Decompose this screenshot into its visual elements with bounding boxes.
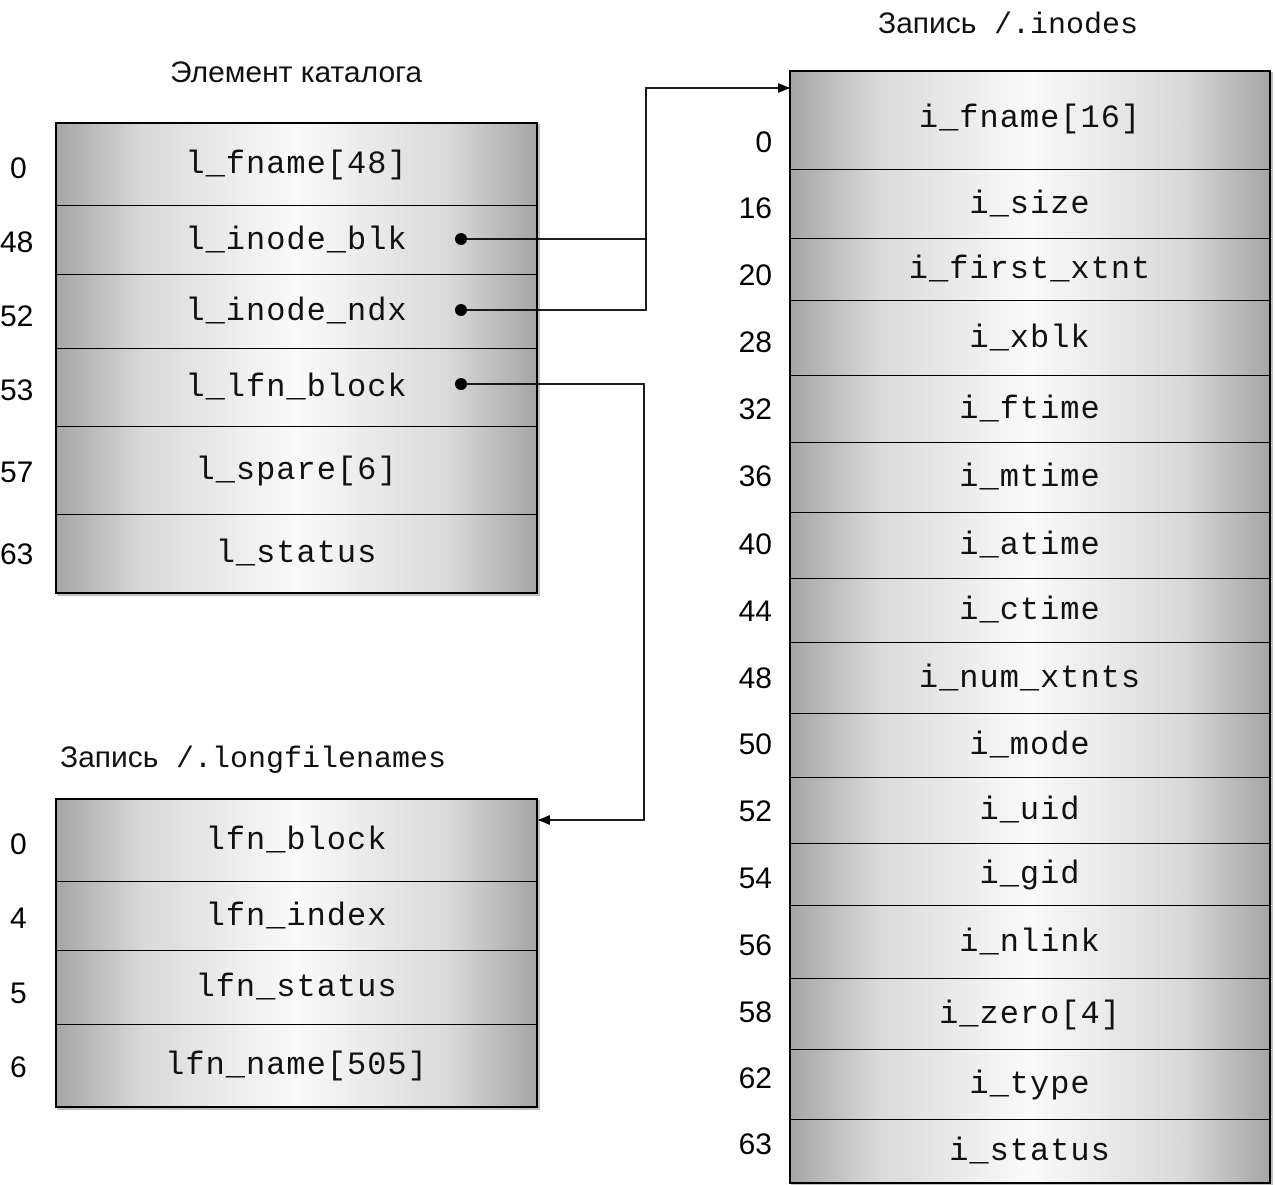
offset-label: 0	[755, 126, 772, 159]
field-l-lfn-block: l_lfn_block	[57, 349, 536, 427]
field-label: i_nlink	[959, 923, 1101, 961]
field-label: lfn_block	[205, 822, 388, 859]
offset-label: 57	[0, 456, 34, 489]
longfilenames-title-prefix: Запись	[60, 741, 159, 774]
field-i-fname: i_fname[16]	[791, 72, 1269, 170]
field-label: i_first_xtnt	[908, 251, 1152, 288]
field-label: i_zero[4]	[939, 995, 1121, 1033]
field-label: i_ctime	[959, 592, 1101, 629]
field-label: i_num_xtnts	[918, 659, 1142, 697]
field-i-nlink: i_nlink	[791, 906, 1269, 979]
field-label: i_mode	[969, 727, 1091, 764]
inodes-title-prefix: Запись	[878, 7, 977, 40]
offset-label: 62	[738, 1062, 772, 1095]
field-l-spare: l_spare[6]	[57, 427, 536, 515]
field-i-ftime: i_ftime	[791, 376, 1269, 443]
field-label: i_atime	[959, 527, 1101, 564]
offset-label: 4	[10, 902, 27, 935]
field-l-fname: l_fname[48]	[57, 124, 536, 206]
longfilenames-record-title: Запись /.longfilenames	[60, 740, 446, 778]
offset-label: 54	[738, 862, 772, 895]
directory-entry-title: Элемент каталога	[170, 55, 422, 91]
field-label: i_uid	[979, 792, 1081, 829]
field-label: l_spare[6]	[195, 452, 398, 489]
inodes-title-file: /.inodes	[993, 9, 1138, 43]
field-label: i_size	[969, 185, 1091, 223]
offset-label: 44	[738, 595, 772, 628]
field-label: i_type	[969, 1066, 1091, 1103]
inodes-record-title: Запись /.inodes	[878, 6, 1138, 44]
offset-label: 63	[738, 1128, 772, 1161]
offset-label: 63	[0, 538, 34, 571]
offset-label: 20	[738, 259, 772, 292]
offset-label: 52	[0, 300, 34, 333]
directory-entry-struct: l_fname[48] l_inode_blk l_inode_ndx l_lf…	[55, 122, 538, 594]
field-label: l_status	[215, 535, 378, 572]
field-label: i_xblk	[969, 319, 1091, 357]
field-label: lfn_name[505]	[165, 1047, 428, 1084]
directory-entry-title-text: Элемент каталога	[170, 56, 423, 89]
pointer-dot	[455, 378, 467, 390]
field-label: i_fname[16]	[918, 100, 1142, 137]
field-label: lfn_index	[205, 897, 388, 935]
offset-label: 48	[0, 226, 34, 259]
offset-label: 56	[738, 929, 772, 962]
field-i-mode: i_mode	[791, 714, 1269, 778]
offset-label: 36	[738, 460, 772, 493]
field-label: l_inode_blk	[185, 221, 408, 259]
field-label: i_ftime	[959, 390, 1101, 428]
field-l-status: l_status	[57, 515, 536, 592]
field-i-ctime: i_ctime	[791, 579, 1269, 643]
field-i-size: i_size	[791, 170, 1269, 239]
field-label: l_inode_ndx	[185, 293, 408, 330]
offset-label: 53	[0, 374, 34, 407]
pointer-dot	[455, 304, 467, 316]
field-i-num-xtnts: i_num_xtnts	[791, 643, 1269, 714]
field-lfn-status: lfn_status	[57, 951, 536, 1025]
field-i-mtime: i_mtime	[791, 443, 1269, 513]
field-i-uid: i_uid	[791, 778, 1269, 844]
field-label: i_gid	[979, 856, 1081, 893]
field-i-gid: i_gid	[791, 844, 1269, 906]
longfilenames-title-file: /.longfilenames	[175, 743, 446, 777]
offset-label: 48	[738, 662, 772, 695]
field-i-zero: i_zero[4]	[791, 979, 1269, 1050]
field-label: l_lfn_block	[185, 369, 408, 406]
inodes-struct: i_fname[16] i_size i_first_xtnt i_xblk i…	[789, 70, 1271, 1184]
field-label: lfn_status	[195, 969, 398, 1006]
offset-label: 16	[738, 192, 772, 225]
field-lfn-name: lfn_name[505]	[57, 1025, 536, 1106]
offset-label: 0	[10, 828, 27, 861]
field-i-type: i_type	[791, 1050, 1269, 1120]
field-label: i_status	[949, 1132, 1111, 1170]
field-i-xblk: i_xblk	[791, 301, 1269, 376]
field-i-first-xtnt: i_first_xtnt	[791, 239, 1269, 301]
field-i-atime: i_atime	[791, 513, 1269, 579]
offset-label: 50	[738, 728, 772, 761]
field-label: i_mtime	[959, 459, 1101, 496]
pointer-dot	[455, 233, 467, 245]
offset-label: 5	[10, 977, 27, 1010]
field-lfn-index: lfn_index	[57, 882, 536, 951]
offset-label: 28	[738, 326, 772, 359]
offset-label: 40	[738, 528, 772, 561]
field-label: l_fname[48]	[185, 146, 408, 183]
offset-label: 6	[10, 1051, 27, 1084]
field-lfn-block: lfn_block	[57, 800, 536, 882]
offset-label: 32	[738, 393, 772, 426]
offset-label: 52	[738, 795, 772, 828]
offset-label: 0	[10, 152, 27, 185]
offset-label: 58	[738, 996, 772, 1029]
field-i-status: i_status	[791, 1120, 1269, 1182]
longfilenames-struct: lfn_block lfn_index lfn_status lfn_name[…	[55, 798, 538, 1108]
